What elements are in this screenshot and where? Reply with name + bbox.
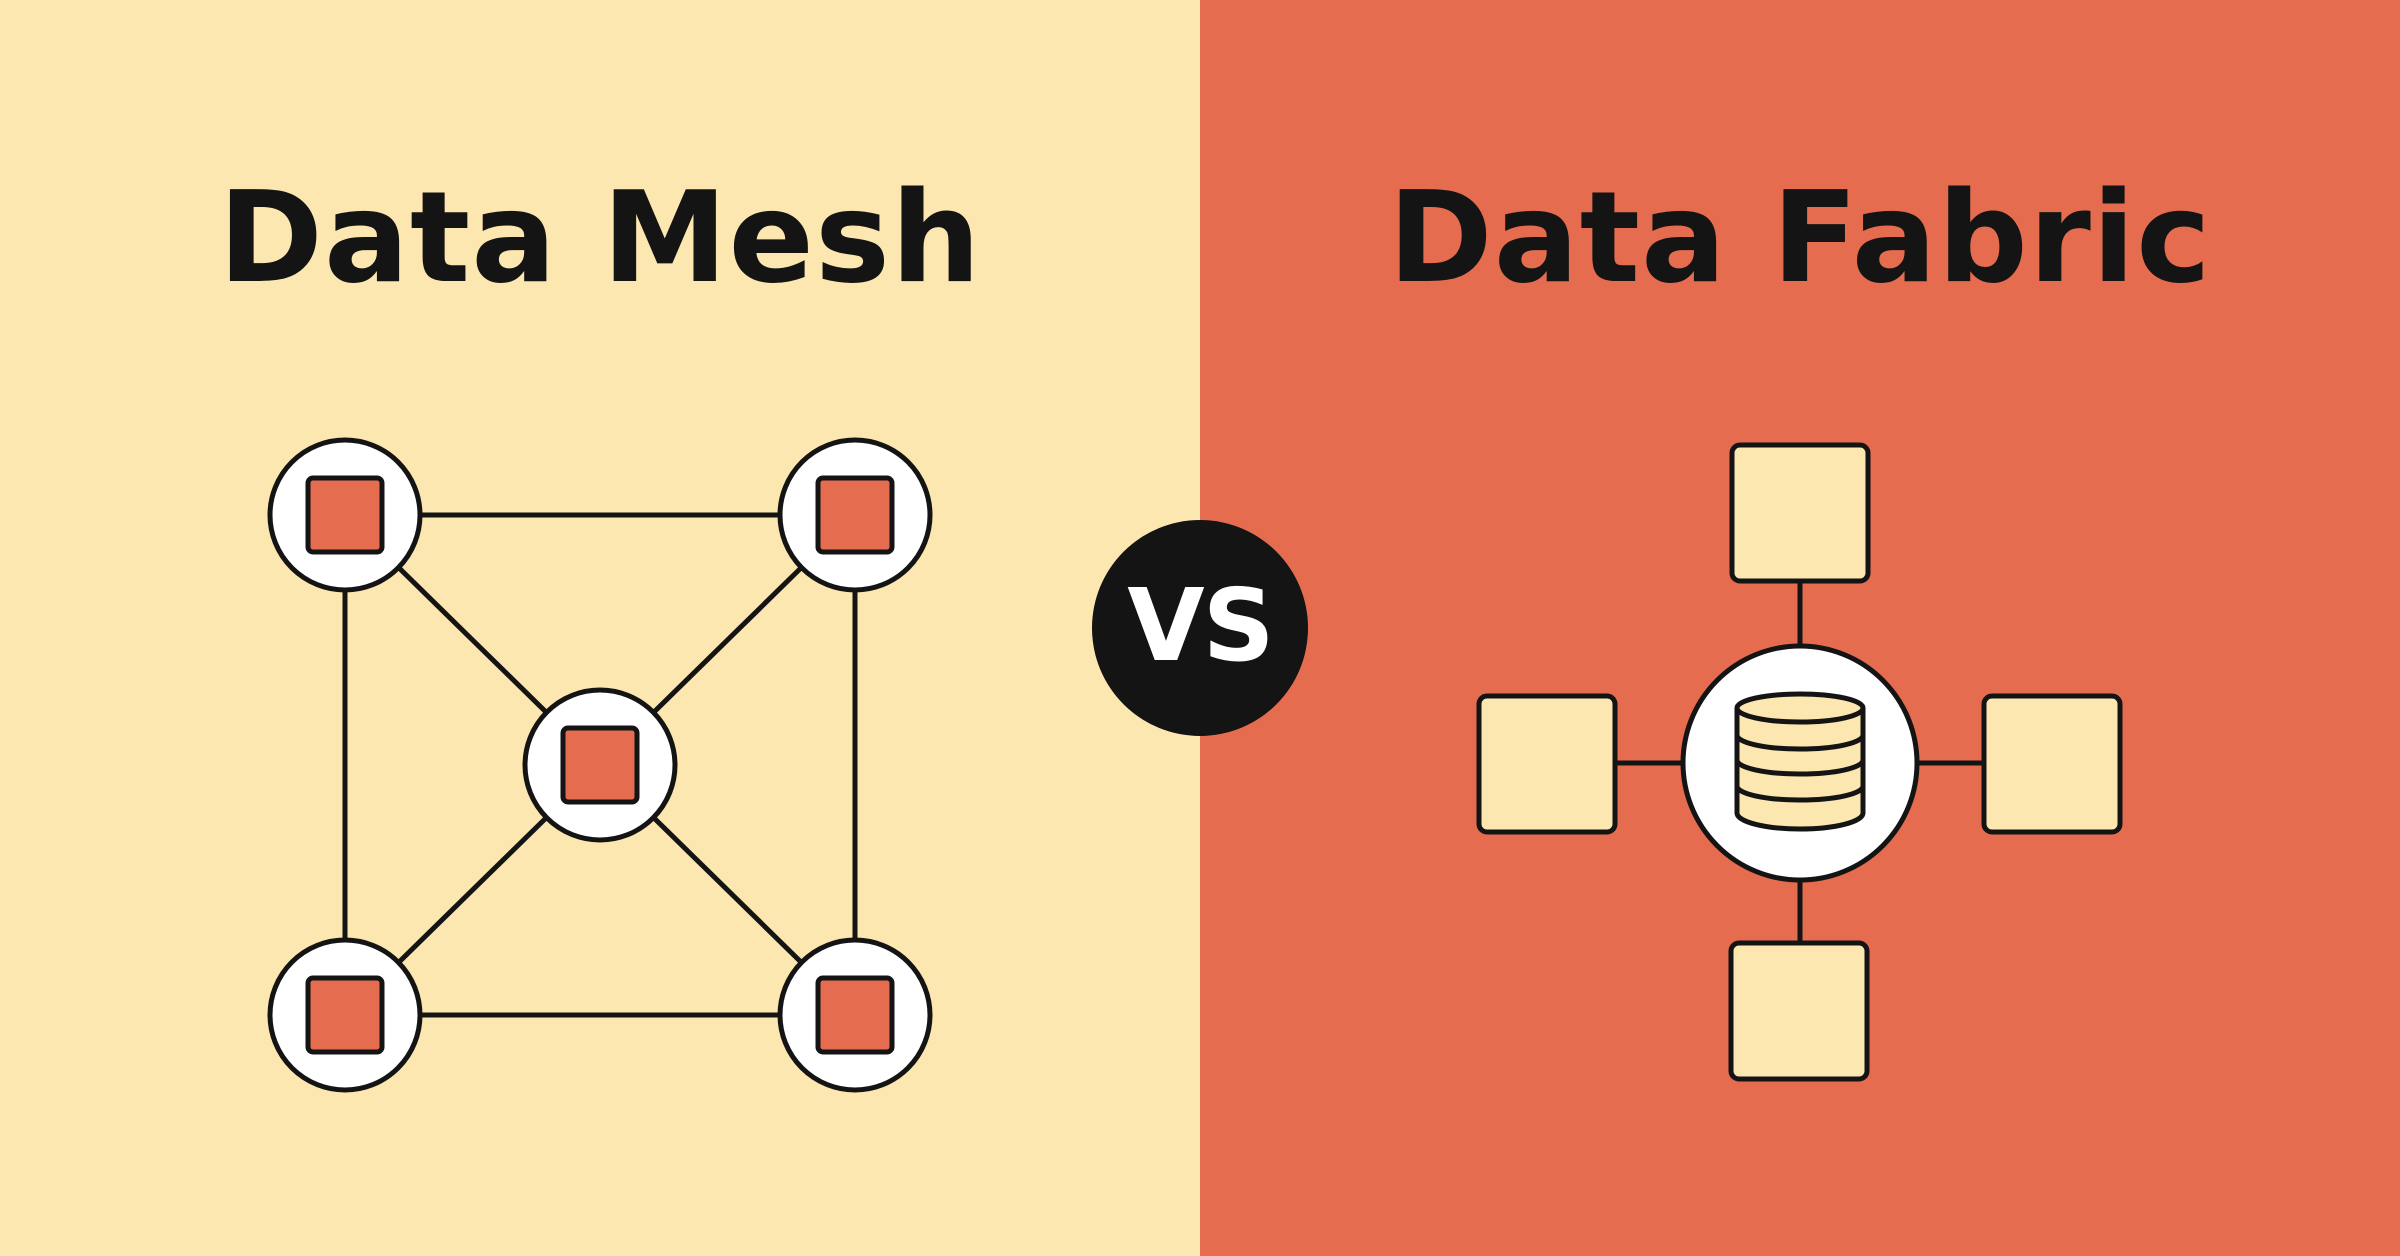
database-icon	[1734, 691, 1866, 832]
mesh-node-square-icon	[560, 725, 640, 805]
mesh-node-bottom-left	[267, 937, 423, 1093]
data-mesh-panel	[0, 0, 1200, 1256]
fabric-hub	[1680, 643, 1920, 883]
mesh-node-bottom-right	[777, 937, 933, 1093]
fabric-source-bottom-square-icon	[1728, 940, 1870, 1082]
vs-badge: VS	[1092, 520, 1308, 736]
mesh-node-square-icon	[305, 975, 385, 1055]
data-mesh-title: Data Mesh	[218, 164, 982, 311]
data-fabric-diagram	[1615, 580, 1985, 942]
data-fabric-title: Data Fabric	[1388, 164, 2212, 311]
vs-label: VS	[1127, 567, 1274, 684]
mesh-node-top-right	[777, 437, 933, 593]
fabric-source-left-square-icon	[1476, 693, 1618, 835]
mesh-node-square-icon	[815, 475, 895, 555]
mesh-node-square-icon	[305, 475, 385, 555]
mesh-node-square-icon	[815, 975, 895, 1055]
mesh-node-top-left	[267, 437, 423, 593]
fabric-source-top-square-icon	[1729, 442, 1871, 584]
fabric-source-right-square-icon	[1981, 693, 2123, 835]
mesh-node-center	[522, 687, 678, 843]
